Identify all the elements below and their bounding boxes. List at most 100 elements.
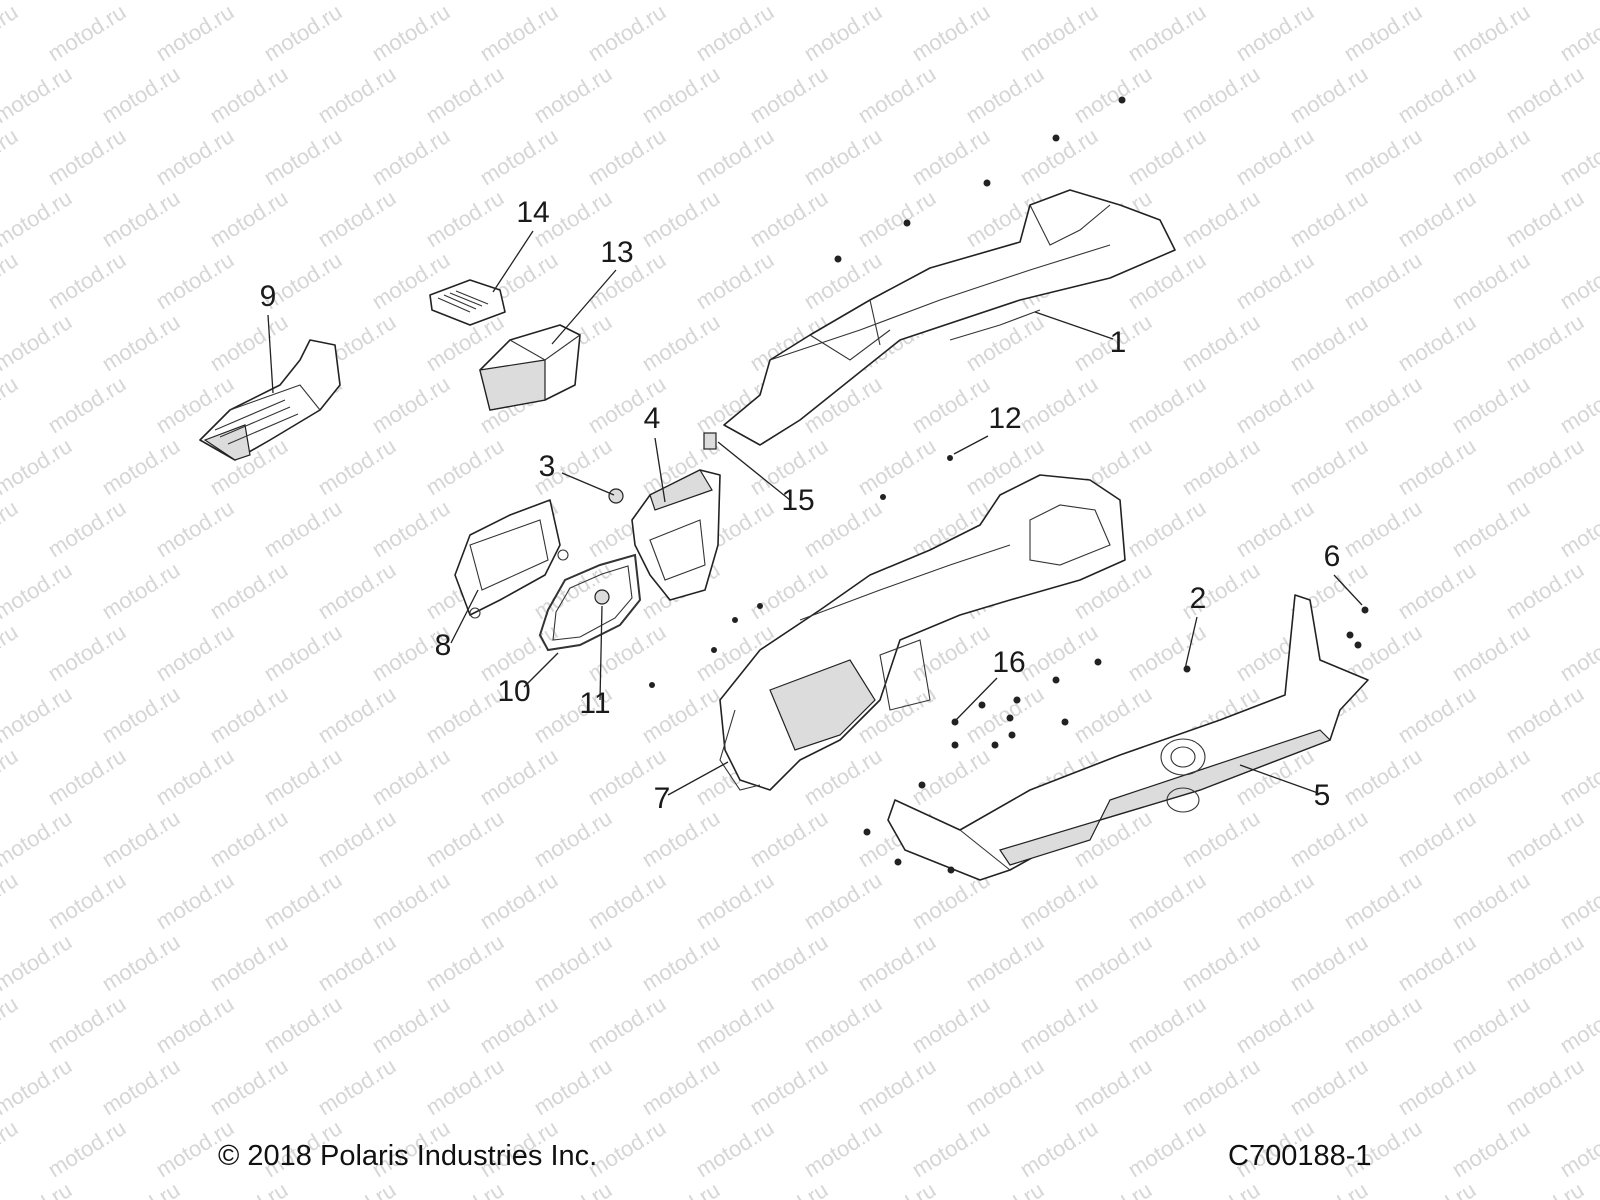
watermark-text: motod.ru [529,805,616,872]
watermark-text: motod.ru [637,61,724,128]
watermark-text: motod.ru [1231,0,1318,66]
watermark-text: motod.ru [1393,433,1480,500]
callout-6: 6 [1324,540,1341,573]
watermark-text: motod.ru [43,247,130,314]
watermark-text: motod.ru [0,743,22,810]
watermark-text: motod.ru [1285,309,1372,376]
watermark-text: motod.ru [1123,371,1210,438]
watermark-text: motod.ru [583,991,670,1058]
watermark-text: motod.ru [1393,61,1480,128]
watermark-text: motod.ru [1447,991,1534,1058]
watermark-text: motod.ru [0,247,22,314]
watermark-text: motod.ru [1393,1177,1480,1200]
watermark-text: motod.ru [1393,805,1480,872]
watermark-text: motod.ru [1339,743,1426,810]
watermark-text: motod.ru [637,681,724,748]
watermark-text: motod.ru [1231,247,1318,314]
part-5-lower-panel [887,594,1369,881]
watermark-text: motod.ru [0,495,22,562]
leader-lines [267,230,1363,796]
watermark-text: motod.ru [151,991,238,1058]
watermark-text: motod.ru [421,61,508,128]
watermark-text: motod.ru [1069,1177,1156,1200]
watermark-text: motod.ru [43,371,130,438]
watermark-text: motod.ru [1177,929,1264,996]
watermark-text: motod.ru [853,1177,940,1200]
callout-13: 13 [600,236,633,269]
watermark-text: motod.ru [205,1177,292,1200]
watermark-text: motod.ru [1069,929,1156,996]
watermark-text: motod.ru [1177,1053,1264,1120]
watermark-text: motod.ru [1285,929,1372,996]
watermark-text: motod.ru [205,185,292,252]
watermark-text: motod.ru [1555,743,1600,810]
callout-10: 10 [497,675,530,708]
callout-7: 7 [654,782,671,815]
watermark-text: motod.ru [421,1177,508,1200]
watermark-text: motod.ru [259,619,346,686]
watermark-text: motod.ru [1285,61,1372,128]
watermark-text: motod.ru [1285,1177,1372,1200]
watermark-text: motod.ru [1555,619,1600,686]
watermark-text: motod.ru [1501,309,1588,376]
callout-8: 8 [435,629,452,662]
watermark-text: motod.ru [799,123,886,190]
callout-4: 4 [644,402,661,435]
watermark-text: motod.ru [367,0,454,66]
watermark-text: motod.ru [1393,929,1480,996]
part-4-cover [631,469,721,601]
watermark-text: motod.ru [313,805,400,872]
watermark-text: motod.ru [151,743,238,810]
watermark-text: motod.ru [151,867,238,934]
watermark-text: motod.ru [799,1115,886,1182]
watermark-text: motod.ru [853,1053,940,1120]
watermark-text: motod.ru [313,1053,400,1120]
watermark-text: motod.ru [583,619,670,686]
watermark-text: motod.ru [421,929,508,996]
watermark-text: motod.ru [1393,1053,1480,1120]
watermark-text: motod.ru [1339,495,1426,562]
watermark-text: motod.ru [1501,433,1588,500]
watermark-text: motod.ru [1501,929,1588,996]
watermark-text: motod.ru [691,247,778,314]
watermark-text: motod.ru [961,1177,1048,1200]
watermark-text: motod.ru [1393,557,1480,624]
watermark-text: motod.ru [1501,1053,1588,1120]
watermark-text: motod.ru [1555,867,1600,934]
watermark-text: motod.ru [43,867,130,934]
watermark-text: motod.ru [1015,371,1102,438]
part-9-duct [199,339,341,461]
watermark-text: motod.ru [1231,495,1318,562]
watermark-text: motod.ru [0,991,22,1058]
watermark-text: motod.ru [1015,1115,1102,1182]
watermark-text: motod.ru [1069,61,1156,128]
watermark-text: motod.ru [1285,433,1372,500]
watermark-text: motod.ru [151,247,238,314]
watermark-text: motod.ru [907,371,994,438]
watermark-text: motod.ru [529,1177,616,1200]
watermark-text: motod.ru [313,557,400,624]
watermark-text: motod.ru [475,0,562,66]
watermark-text: motod.ru [1177,61,1264,128]
watermark-text: motod.ru [1447,371,1534,438]
callout-2: 2 [1190,582,1207,615]
watermark-text: motod.ru [961,929,1048,996]
watermark-text: motod.ru [853,433,940,500]
watermark-text: motod.ru [1285,1053,1372,1120]
watermark-text: motod.ru [0,309,76,376]
watermark-text: motod.ru [367,123,454,190]
watermark-text: motod.ru [97,1053,184,1120]
watermark-text: motod.ru [1501,557,1588,624]
watermark-text: motod.ru [43,743,130,810]
watermark-text: motod.ru [97,929,184,996]
watermark-text: motod.ru [1285,805,1372,872]
callout-1: 1 [1110,326,1127,359]
watermark-text: motod.ru [97,433,184,500]
watermark-text: motod.ru [961,1053,1048,1120]
watermark-text: motod.ru [1555,495,1600,562]
watermark-text: motod.ru [907,991,994,1058]
copyright-text: © 2018 Polaris Industries Inc. [218,1140,598,1172]
watermark-text: motod.ru [97,1177,184,1200]
